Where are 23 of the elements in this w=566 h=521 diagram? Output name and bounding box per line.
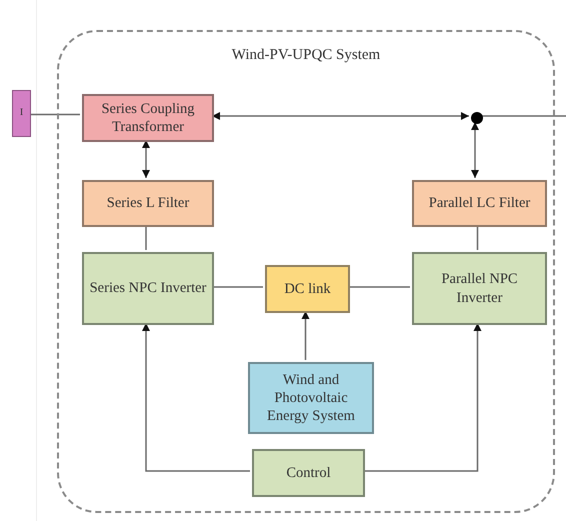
connector-line — [471, 122, 479, 178]
connector-line — [302, 311, 310, 360]
connector-line — [142, 140, 150, 178]
connector-line — [348, 286, 410, 288]
group-title: Wind-PV-UPQC System — [230, 46, 382, 65]
terminal-box: I — [12, 90, 31, 137]
connector-line — [212, 286, 263, 288]
process-box: Series Coupling Transformer — [82, 94, 214, 142]
connector-line — [476, 225, 478, 250]
process-box: DC link — [265, 265, 350, 313]
process-box: Wind and Photovoltaic Energy System — [248, 362, 374, 434]
process-box: Parallel LC Filter — [412, 180, 547, 227]
connector-line — [363, 323, 482, 472]
connector-line — [142, 323, 250, 472]
process-box: Parallel NPC Inverter — [412, 252, 547, 325]
connector-line — [212, 112, 469, 120]
process-box: Series NPC Inverter — [82, 252, 214, 325]
process-box: Control — [252, 449, 365, 497]
connector-line — [31, 114, 80, 116]
process-box: Series L Filter — [82, 180, 214, 227]
connector-line — [481, 115, 566, 117]
system-boundary — [57, 30, 555, 513]
connector-line — [145, 225, 147, 250]
